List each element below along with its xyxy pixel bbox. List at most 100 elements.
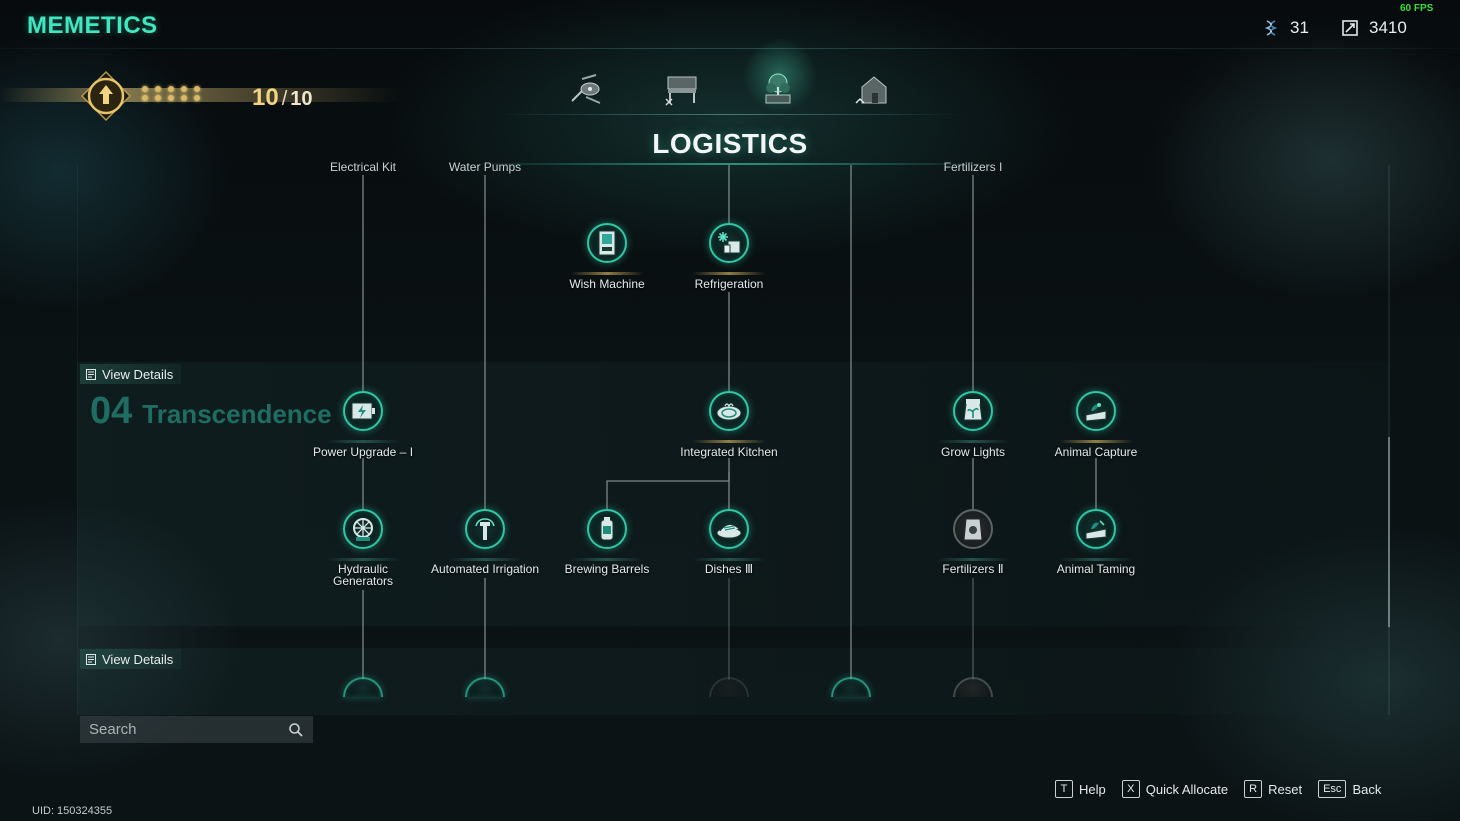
node-power-upgrade[interactable]: [343, 391, 383, 431]
tab-workbench[interactable]: [661, 68, 703, 110]
view-details-button-next[interactable]: View Details: [80, 649, 182, 669]
dna-icon: [1264, 20, 1278, 36]
stove-icon: [716, 403, 742, 421]
node-base: [326, 558, 400, 561]
tier-heading: 04 Transcendence: [90, 390, 332, 433]
node-integrated-kitchen[interactable]: [709, 391, 749, 431]
node-label-line: Hydraulic: [337, 562, 388, 576]
node-label-fertilizers-ii: Fertilizers Ⅱ: [942, 562, 1004, 576]
node-label-animal-taming: Animal Taming: [1056, 562, 1136, 576]
level-pip: [168, 86, 174, 92]
tabs-divider: [495, 114, 965, 115]
level-current: 10: [252, 84, 279, 111]
tab-house[interactable]: [853, 68, 895, 110]
node-base: [692, 272, 766, 275]
tab-plant[interactable]: [757, 68, 799, 110]
node-animal-capture[interactable]: [1076, 391, 1116, 431]
level-pip: [181, 86, 187, 92]
node-wish-machine[interactable]: [587, 223, 627, 263]
node-label-line: Generators: [332, 574, 394, 588]
node-base: [1059, 440, 1133, 443]
fps-counter: 60 FPS: [1400, 3, 1434, 14]
fertilizer-bag-icon: [963, 518, 983, 541]
level-pip: [155, 95, 161, 101]
node-fertilizers-ii[interactable]: [953, 509, 993, 549]
node-label-brewing-barrels: Brewing Barrels: [564, 562, 650, 576]
level-separator: /: [281, 88, 288, 110]
node-label-integrated-kitchen: Integrated Kitchen: [680, 445, 778, 459]
capture-trap-icon: [1085, 403, 1107, 422]
key-cap: R: [1244, 780, 1263, 798]
view-details-label: View Details: [102, 366, 174, 382]
user-id: UID: 150324355: [32, 805, 113, 817]
node-label-grow-lights: Grow Lights: [940, 445, 1006, 459]
level-pip: [181, 95, 187, 101]
hotkey-quick-allocate[interactable]: X Quick Allocate: [1121, 780, 1229, 798]
node-base: [936, 558, 1010, 561]
node-grow-lights[interactable]: [953, 391, 993, 431]
node-base: [692, 558, 766, 561]
workbench-icon: [665, 76, 697, 106]
node-hydraulic-generators[interactable]: [343, 509, 383, 549]
key-cap: Esc: [1318, 780, 1347, 798]
level-pip: [155, 86, 161, 92]
level-up-icon[interactable]: [80, 70, 132, 122]
document-icon: [86, 368, 96, 380]
node-label-refrigeration: Refrigeration: [694, 277, 764, 291]
battery-icon: [351, 402, 375, 420]
search-input[interactable]: [89, 721, 269, 738]
hotkey-help[interactable]: T Help: [1055, 780, 1106, 798]
scrollbar-thumb[interactable]: [1388, 437, 1390, 627]
hotkey-label: Help: [1079, 781, 1106, 797]
key-cap: T: [1055, 780, 1073, 798]
node-label-automated-irrigation: Automated Irrigation: [430, 562, 540, 576]
scrollbar-track[interactable]: [1388, 165, 1390, 715]
water-wheel-icon: [353, 518, 373, 541]
node-base: [570, 272, 644, 275]
level-pip: [194, 86, 200, 92]
node-animal-taming[interactable]: [1076, 509, 1116, 549]
hotkey-label: Quick Allocate: [1145, 781, 1229, 797]
parent-label-water-pumps: Water Pumps: [448, 160, 522, 174]
node-label-animal-capture: Animal Capture: [1054, 445, 1138, 459]
search-bar[interactable]: [80, 716, 313, 743]
dish-icon: [716, 524, 742, 539]
node-dishes-iii[interactable]: [709, 509, 749, 549]
node-base: [570, 558, 644, 561]
hotkey-reset[interactable]: R Reset: [1244, 780, 1302, 798]
node-label-wish-machine: Wish Machine: [569, 277, 645, 291]
node-base: [1059, 558, 1133, 561]
resource-a-value: 31: [1290, 18, 1309, 37]
node-automated-irrigation[interactable]: [465, 509, 505, 549]
node-label-hydraulic-generators: Hydraulic Generators: [293, 563, 433, 587]
tier-name: Transcendence: [142, 399, 332, 429]
search-icon[interactable]: [289, 722, 303, 737]
level-max: 10: [290, 88, 313, 110]
hotkey-back[interactable]: Esc Back: [1318, 780, 1381, 798]
view-details-button[interactable]: View Details: [80, 364, 182, 384]
sprinkler-icon: [475, 518, 495, 540]
parent-label-fertilizers-i: Fertilizers I: [943, 160, 1003, 174]
header-divider: [0, 48, 1460, 49]
node-base: [448, 558, 522, 561]
house-icon: [855, 76, 887, 104]
node-base: [692, 440, 766, 443]
tech-tree-panel: [77, 165, 1389, 715]
node-base: [936, 440, 1010, 443]
view-details-label: View Details: [102, 651, 174, 667]
node-refrigeration[interactable]: [709, 223, 749, 263]
taming-icon: [1085, 520, 1107, 540]
node-brewing-barrels[interactable]: [587, 509, 627, 549]
drone-icon: [571, 74, 601, 104]
level-counter: 10 / 10: [252, 84, 313, 112]
resource-b-value: 3410: [1369, 18, 1407, 37]
level-pip: [142, 95, 148, 101]
hotkey-bar: T Help X Quick Allocate R Reset Esc Back: [1055, 780, 1381, 798]
key-cap: X: [1121, 780, 1140, 798]
tab-drone[interactable]: [565, 68, 607, 110]
page-title: LOGISTICS: [652, 128, 808, 159]
hotkey-label: Reset: [1268, 781, 1303, 797]
plant-icon: [765, 73, 791, 104]
brewing-tank-icon: [600, 517, 614, 541]
